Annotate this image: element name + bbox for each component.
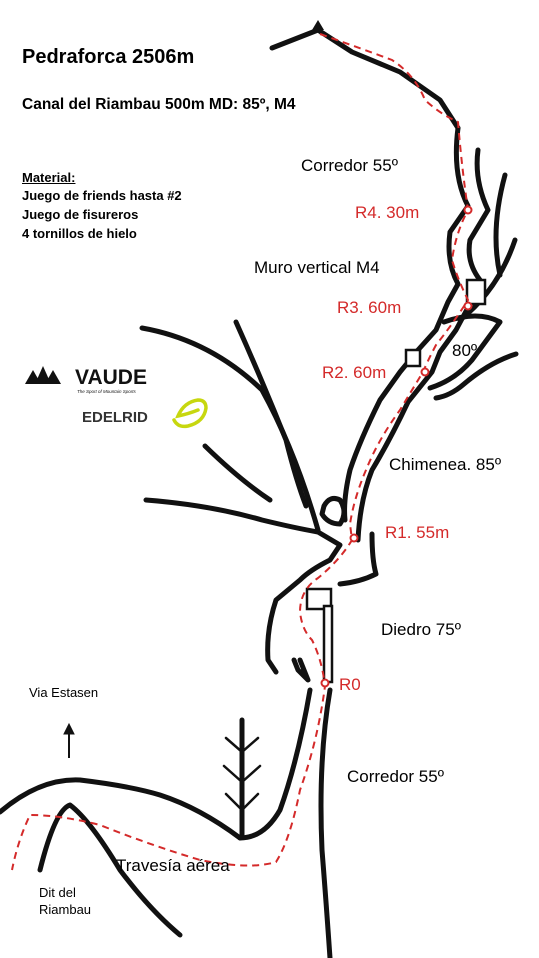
- summit-ridge: [269, 27, 461, 131]
- label-r0: R0: [339, 675, 361, 694]
- svg-text:The Sport of Mountain Sports: The Sport of Mountain Sports: [77, 389, 137, 394]
- svg-text:VAUDE: VAUDE: [75, 366, 147, 389]
- vaude-logo: VAUDE The Sport of Mountain Sports: [25, 366, 147, 394]
- chockstone: [319, 496, 347, 527]
- tree-branch-1: [224, 736, 260, 754]
- label-r2: R2. 60m: [322, 363, 387, 382]
- buttress-left-inner: [291, 657, 311, 683]
- lower-right-wall: [337, 531, 379, 587]
- arrow-up-icon: [63, 722, 75, 758]
- route-line: [11, 33, 470, 871]
- material-item: Juego de friends hasta #2: [22, 188, 182, 203]
- label-dit-line2: Riambau: [39, 902, 92, 917]
- belay-r1-marker: [349, 533, 359, 543]
- couloir-left-wall: [342, 125, 471, 523]
- summit-icon: [312, 20, 324, 30]
- label-travesia: Travesía aérea: [116, 856, 230, 875]
- ridge-right-2: [457, 237, 518, 323]
- block-r2: [404, 348, 422, 368]
- route-subtitle: Canal del Riambau 500m MD: 85º, M4: [22, 96, 296, 113]
- block-r3: [465, 278, 487, 306]
- gully-left-wall: [237, 687, 313, 841]
- buttress-80: [427, 313, 503, 391]
- buttress-80-lower: [433, 351, 519, 401]
- edelrid-logo: EDELRID: [82, 398, 208, 429]
- label-diedro: Diedro 75º: [381, 620, 461, 639]
- label-r3: R3. 60m: [337, 298, 402, 317]
- spur-left-3: [202, 443, 273, 503]
- label-corredor-bottom: Corredor 55º: [347, 767, 444, 786]
- ridge-right-1: [493, 172, 508, 278]
- label-corredor-top: Corredor 55º: [301, 156, 398, 175]
- material-item: 4 tornillos de hielo: [22, 226, 137, 241]
- label-dit-line1: Dit del: [39, 885, 76, 900]
- label-muro-vertical: Muro vertical M4: [254, 258, 380, 277]
- label-r4: R4. 30m: [355, 203, 420, 222]
- tree-branch-3: [224, 792, 260, 812]
- belay-r0-marker: [320, 678, 330, 688]
- label-via-estasen: Via Estasen: [29, 685, 99, 700]
- label-r1: R1. 55m: [385, 523, 450, 542]
- belay-r4-marker: [463, 205, 473, 215]
- dit-pinnacle: [37, 802, 183, 938]
- belay-r2-marker: [420, 367, 430, 377]
- label-chimenea: Chimenea. 85º: [389, 455, 502, 474]
- spur-left-2: [233, 319, 309, 509]
- bottom-ridge: [0, 777, 243, 841]
- material-heading: Material:: [22, 170, 76, 185]
- tree-branch-2: [222, 764, 262, 784]
- gully-right-wall: [318, 687, 333, 958]
- block-diedro: [305, 587, 333, 611]
- buttress-left: [143, 497, 343, 675]
- belay-r3-marker: [463, 301, 473, 311]
- couloir-right-wall: [355, 147, 491, 543]
- svg-text:EDELRID: EDELRID: [82, 409, 148, 426]
- spur-left-1: [139, 325, 321, 533]
- page-title: Pedraforca 2506m: [22, 46, 195, 68]
- label-angle-80: 80º: [452, 341, 478, 360]
- material-item: Juego de fisureros: [22, 207, 139, 222]
- diedro-column: [322, 604, 334, 684]
